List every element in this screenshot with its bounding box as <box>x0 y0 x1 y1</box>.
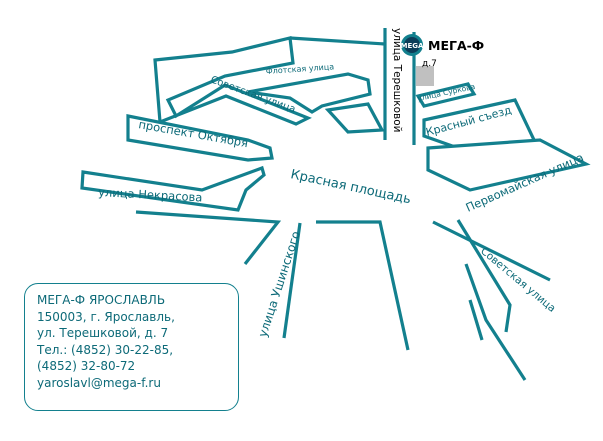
street-label-nekrasova: улица Некрасова <box>98 185 203 204</box>
contact-info-box: МЕГА-Ф ЯРОСЛАВЛЬ 150003, г. Ярославль, у… <box>24 283 239 411</box>
house-number: д.7 <box>422 59 437 69</box>
mega-logo-icon[interactable]: MEGA <box>401 34 424 56</box>
road-ushinskogo-east <box>316 220 410 351</box>
street-label-krasnaya-ploshchad: Красная площадь <box>289 167 412 207</box>
road-pervomayskaya-south <box>432 220 551 282</box>
road-left-lower <box>135 210 282 265</box>
road-sovetskaya-bottom-lower <box>468 299 484 341</box>
info-company: МЕГА-Ф ЯРОСЛАВЛЬ <box>37 293 166 307</box>
brand-label: МЕГА-Ф <box>428 38 484 53</box>
info-email[interactable]: yaroslavl@mega-f.ru <box>37 375 161 390</box>
street-label-sovetskaya-bottom: Советская улица <box>478 245 558 315</box>
street-label-tereshkovoy: улица Терешковой <box>391 28 403 132</box>
road-ushinskogo-west <box>282 222 302 339</box>
road-sovetskaya-bottom-outer <box>464 263 527 381</box>
info-city: 150003, г. Ярославль, <box>37 309 175 324</box>
block-pervomayskaya <box>426 138 591 192</box>
info-phone-2[interactable]: (4852) 32-80-72 <box>37 359 136 373</box>
block-center-small <box>324 102 385 134</box>
road-sovetskaya-bottom-inner <box>456 219 512 333</box>
block-prospekt-oktyabrya <box>126 114 274 162</box>
block-top-center <box>247 72 372 114</box>
road-flotskaya-edge <box>289 36 386 46</box>
info-phone-1[interactable]: Тел.: (4852) 30-22-85, <box>37 342 174 357</box>
logo-text: MEGA <box>401 42 424 50</box>
info-street: ул. Терешковой, д. 7 <box>37 326 169 340</box>
building-marker[interactable] <box>416 66 434 86</box>
street-label-ushinskogo: улица Ушинского <box>256 229 304 339</box>
block-surkova <box>415 82 477 108</box>
block-nekrasova <box>80 165 266 212</box>
